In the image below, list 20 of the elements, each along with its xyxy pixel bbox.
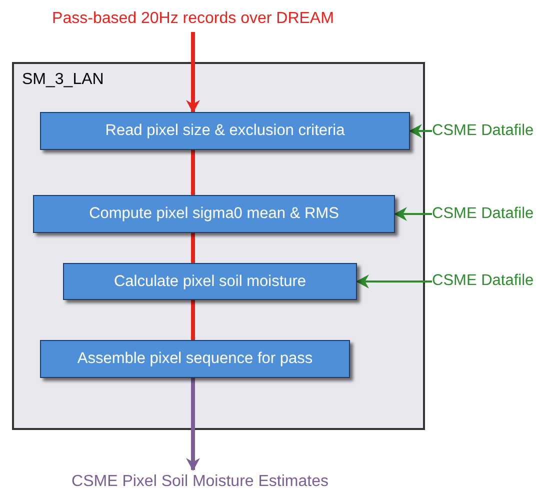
arrow: [409, 124, 432, 138]
step-label: Calculate pixel soil moisture: [114, 272, 306, 292]
input-label: Pass-based 20Hz records over DREAM: [52, 9, 334, 29]
process-box: [33, 195, 395, 233]
step-label: Assemble pixel sequence for pass: [77, 349, 313, 370]
step-label: Compute pixel sigma0 mean & RMS: [89, 204, 339, 224]
process-box: [40, 340, 350, 378]
group-title: SM_3_LAN: [22, 70, 104, 90]
input-label: CSME Datafile: [432, 204, 534, 224]
arrow: [394, 207, 432, 221]
step-label: Read pixel size & exclusion criteria: [105, 121, 345, 142]
arrow: [186, 378, 200, 471]
input-label: CSME Datafile: [432, 121, 534, 142]
arrow: [356, 274, 432, 288]
arrow: [186, 32, 200, 113]
output-label: CSME Pixel Soil Moisture Estimates: [72, 472, 328, 492]
input-label: CSME Datafile: [432, 271, 534, 292]
process-box: [40, 112, 410, 150]
process-box: [63, 263, 357, 300]
module-panel: [12, 62, 425, 430]
